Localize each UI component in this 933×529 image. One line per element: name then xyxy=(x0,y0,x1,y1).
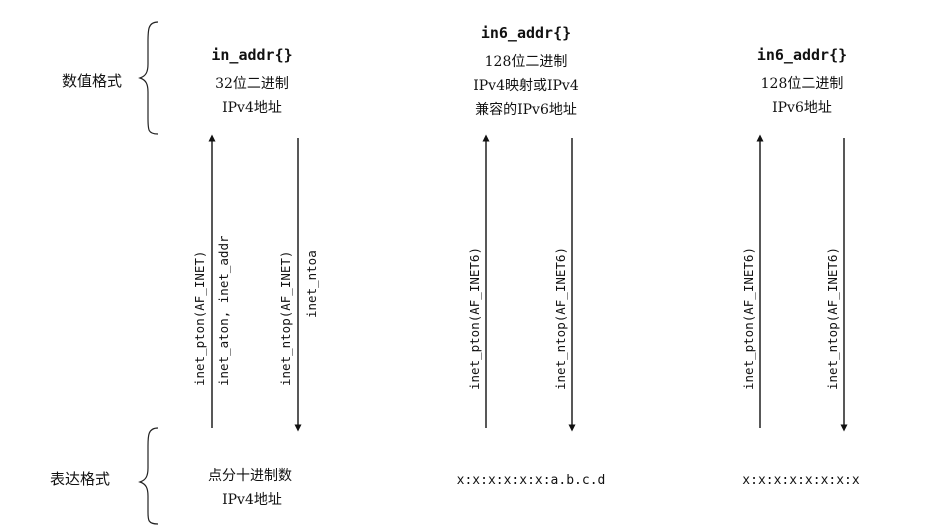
numeric-format-label: 数值格式 xyxy=(62,72,122,90)
struct-name: in_addr{} xyxy=(211,46,292,64)
aton-function-label: inet_aton, inet_addr xyxy=(216,235,231,386)
ntop-function-label: inet_ntop(AF_INET6) xyxy=(825,247,840,390)
ntop-function-label: inet_ntop(AF_INET6) xyxy=(553,247,568,390)
pton-function-label: inet_pton(AF_INET) xyxy=(192,251,207,386)
presentation-line: 点分十进制数 xyxy=(208,468,292,484)
numeric-desc-line: IPv6地址 xyxy=(772,100,832,116)
presentation-line: x:x:x:x:x:x:a.b.c.d xyxy=(457,473,606,488)
presentation-brace xyxy=(138,427,159,525)
presentation-format-label: 表达格式 xyxy=(50,470,110,488)
numeric-brace xyxy=(138,21,159,135)
presentation-line: x:x:x:x:x:x:x:x xyxy=(742,473,860,488)
column-ipv4-mapped-ipv6: in6_addr{} 128位二进制 IPv4映射或IPv4 兼容的IPv6地址… xyxy=(457,24,606,488)
struct-name: in6_addr{} xyxy=(757,46,847,64)
numeric-desc-line: 32位二进制 xyxy=(215,76,289,92)
pton-function-label: inet_pton(AF_INET6) xyxy=(467,247,482,390)
numeric-desc-line: 128位二进制 xyxy=(485,54,568,70)
column-ipv4: in_addr{} 32位二进制 IPv4地址 inet_pton(AF_INE… xyxy=(192,46,319,508)
numeric-desc-line: IPv4地址 xyxy=(222,100,282,116)
numeric-desc-line: 128位二进制 xyxy=(761,76,844,92)
presentation-line: IPv4地址 xyxy=(222,492,282,508)
struct-name: in6_addr{} xyxy=(481,24,571,42)
pton-function-label: inet_pton(AF_INET6) xyxy=(741,247,756,390)
ntoa-function-label: inet_ntoa xyxy=(304,250,319,318)
column-ipv6: in6_addr{} 128位二进制 IPv6地址 inet_pton(AF_I… xyxy=(741,46,860,488)
numeric-desc-line: 兼容的IPv6地址 xyxy=(475,101,577,118)
numeric-desc-line: IPv4映射或IPv4 xyxy=(473,78,579,94)
ntop-function-label: inet_ntop(AF_INET) xyxy=(278,251,293,386)
